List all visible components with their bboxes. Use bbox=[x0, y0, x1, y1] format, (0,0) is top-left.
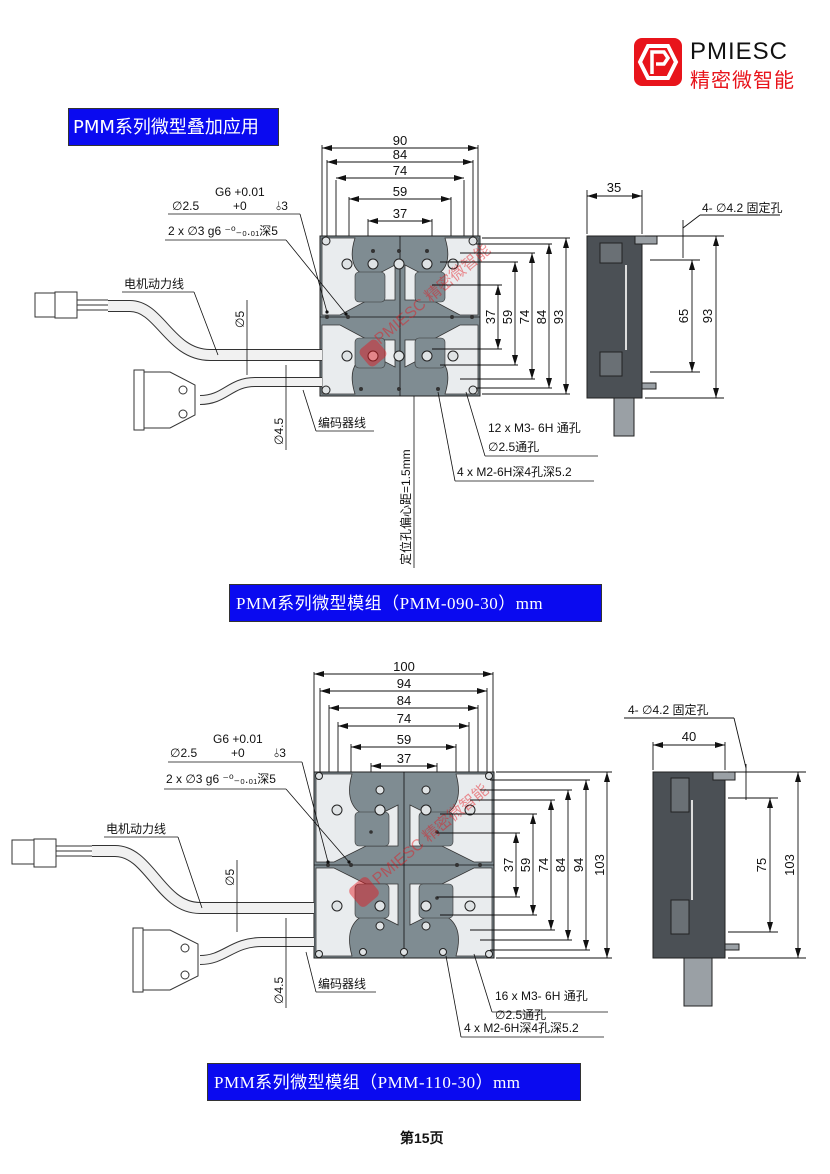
d2-dim-74: 74 bbox=[397, 711, 411, 726]
d1-rdim-59: 59 bbox=[500, 310, 515, 324]
logo-mark-icon bbox=[634, 38, 682, 86]
d1-motor-dia: ∅5 bbox=[233, 311, 247, 328]
d1-right-dimension-lines bbox=[432, 237, 570, 395]
d2-side-height: 103 bbox=[782, 854, 797, 876]
d2-rdim-103: 103 bbox=[592, 854, 607, 876]
d2-right-dimension-lines bbox=[437, 771, 612, 959]
d1-encoder-label: 编码器线 bbox=[318, 415, 366, 430]
d2-dim-100: 100 bbox=[393, 659, 415, 674]
caption-pmm-090: PMM系列微型模组（PMM-090-30）mm bbox=[229, 584, 602, 622]
d2-dim-37: 37 bbox=[397, 751, 411, 766]
d2-dim-84: 84 bbox=[397, 693, 411, 708]
d2-rdim-74: 74 bbox=[536, 858, 551, 872]
d2-tol-depth: ⫰3 bbox=[274, 746, 286, 760]
d1-motor-cable bbox=[34, 291, 322, 361]
d2-encoder-cable bbox=[132, 927, 314, 993]
d2-rdim-59: 59 bbox=[518, 858, 533, 872]
d1-rdim-84: 84 bbox=[534, 310, 549, 324]
d1-side-height: 93 bbox=[700, 309, 715, 323]
d2-side-width: 40 bbox=[682, 729, 696, 744]
d1-encoder-cable bbox=[133, 369, 322, 431]
d1-rdim-37: 37 bbox=[483, 310, 498, 324]
d1-dim-74: 74 bbox=[393, 163, 407, 178]
d1-rdim-93: 93 bbox=[551, 310, 566, 324]
d1-dim-59: 59 bbox=[393, 184, 407, 199]
d1-tol-g6: G6 +0.01 bbox=[215, 185, 265, 199]
d2-encoder-label: 编码器线 bbox=[318, 976, 366, 991]
d2-dim-94: 94 bbox=[397, 676, 411, 691]
d1-tol-plus0: +0 bbox=[233, 199, 247, 213]
caption-pmm-110: PMM系列微型模组（PMM-110-30）mm bbox=[207, 1063, 581, 1101]
d1-motor-cable-label: 电机动力线 bbox=[124, 277, 184, 291]
d1-offset-note: 定位孔偏心距=1.5mm bbox=[398, 449, 413, 565]
d2-motor-cable bbox=[11, 838, 314, 914]
d2-motor-cable-label: 电机动力线 bbox=[106, 822, 166, 836]
d2-thru-note: ∅2.5通孔 bbox=[495, 1008, 546, 1022]
section-banner: PMM系列微型叠加应用 bbox=[68, 108, 279, 146]
d1-pin-note: 2 x ∅3 g6 ⁻⁰₋₀.₀₁深5 bbox=[168, 224, 278, 238]
d2-side-view bbox=[652, 771, 740, 1007]
d2-encoder-dia: ∅4.5 bbox=[272, 977, 286, 1004]
d1-dim-84: 84 bbox=[393, 147, 407, 162]
d2-rdim-84: 84 bbox=[553, 858, 568, 872]
d1-dim-90: 90 bbox=[393, 133, 407, 148]
d2-m2-note: 4 x M2-6H深4孔深5.2 bbox=[464, 1021, 579, 1035]
d2-tol-dia: ∅2.5 bbox=[170, 746, 197, 760]
d1-tol-depth: ⫰3 bbox=[276, 199, 288, 213]
page-number: 第15页 bbox=[400, 1130, 444, 1146]
d2-side-pitch: 75 bbox=[754, 858, 769, 872]
d1-holes-note: 12 x M3- 6H 通孔 bbox=[488, 421, 581, 435]
d1-thru-note: ∅2.5通孔 bbox=[488, 440, 539, 454]
d1-m2-note: 4 x M2-6H深4孔深5.2 bbox=[457, 465, 572, 479]
d1-side-view bbox=[586, 235, 658, 437]
d2-tol-plus0: +0 bbox=[231, 746, 245, 760]
d2-holes-note: 16 x M3- 6H 通孔 bbox=[495, 989, 588, 1003]
d2-dim-59: 59 bbox=[397, 732, 411, 747]
d2-rdim-37: 37 bbox=[501, 858, 516, 872]
d1-dim-37: 37 bbox=[393, 206, 407, 221]
d2-motor-dia: ∅5 bbox=[223, 869, 237, 886]
d2-rdim-94: 94 bbox=[571, 858, 586, 872]
d2-stage-plate bbox=[313, 771, 495, 959]
d2-pin-note: 2 x ∅3 g6 ⁻⁰₋₀.₀₁深5 bbox=[166, 772, 276, 786]
d1-rdim-74: 74 bbox=[517, 310, 532, 324]
d1-stage-plate bbox=[319, 235, 481, 397]
brand-name-cn: 精密微智能 bbox=[690, 70, 795, 92]
d1-encoder-dia: ∅4.5 bbox=[272, 418, 286, 445]
d2-tol-g6: G6 +0.01 bbox=[213, 732, 263, 746]
d1-tol-dia: ∅2.5 bbox=[172, 199, 199, 213]
d1-side-width: 35 bbox=[607, 180, 621, 195]
brand-name-en: PMIESC bbox=[690, 38, 789, 65]
brand-logo: PMIESC 精密微智能 bbox=[634, 38, 814, 92]
d1-fix-holes: 4- ∅4.2 固定孔 bbox=[702, 200, 782, 215]
d1-side-pitch: 65 bbox=[676, 309, 691, 323]
d2-fix-holes: 4- ∅4.2 固定孔 bbox=[628, 702, 708, 717]
